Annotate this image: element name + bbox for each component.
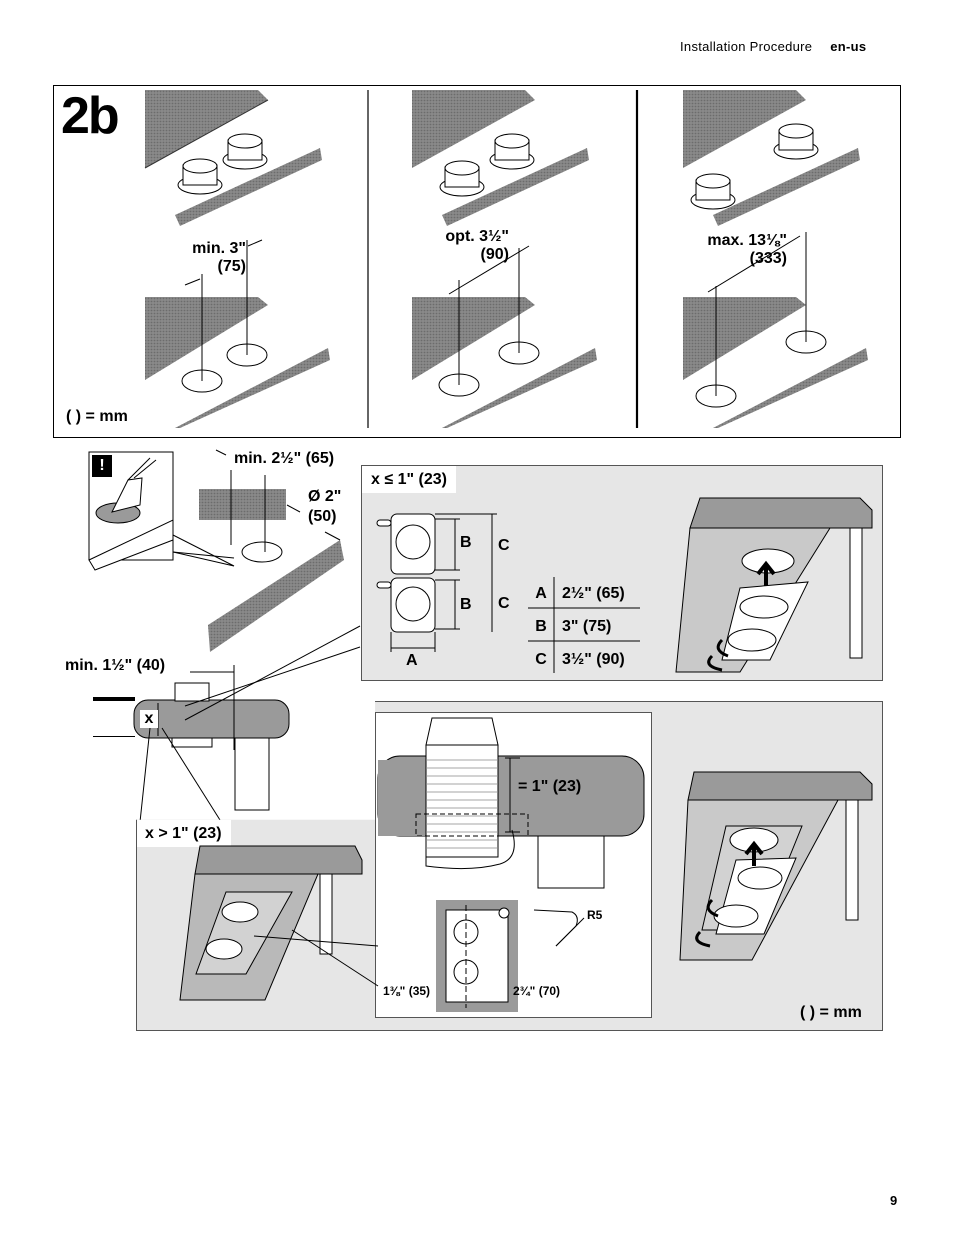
min-hole-spacing: min. 2½" (65) [234,450,335,467]
table-row: C 3½" (90) [535,650,625,668]
panel-3-dimension: max. 13⅛" (333) [707,232,787,267]
template-right-dimension: 2¾" (70) [513,984,561,998]
dim-a: A [406,652,418,669]
dim-b-top: B [460,534,472,551]
panel-1-dimension: min. 3" (75) [192,240,246,275]
dim-c-bottom: C [498,595,510,612]
table-row: B 3" (75) [535,617,612,635]
table-row: A 2½" (65) [535,585,625,602]
figure-2b-frame [53,85,901,438]
section-title: Installation Procedure [680,39,813,54]
corner-radius: R5 [587,908,603,922]
page-number: 9 [890,1193,898,1208]
thickness-x-label: x [140,710,158,728]
panel-2-dimension: opt. 3½" (90) [445,228,509,263]
warning-icon: ! [92,455,112,477]
panel-2-drawing [412,90,597,428]
panel-3-drawing [683,90,868,428]
running-header: Installation Procedure en-us [680,39,866,54]
panel-1-drawing [144,90,322,226]
panel-1-holes [145,239,330,428]
thin-counter-title: x ≤ 1" (23) [362,466,456,493]
min-edge-distance: min. 1½" (40) [65,657,166,674]
unit-note-top: ( ) = mm [66,408,128,425]
dimension-table: A 2½" (65) B 3" (75) C 3½" (90) [528,578,640,676]
hole-diameter: Ø 2" (50) [308,488,342,525]
step-number: 2b [61,87,120,145]
thick-counter-title: x > 1" (23) [137,820,231,847]
template-left-dimension: 1⅜" (35) [383,984,431,998]
dim-b-bottom: B [460,596,472,613]
unit-note-bottom: ( ) = mm [800,1004,862,1021]
figure-2b-illustration [144,90,868,428]
language-code: en-us [830,39,867,54]
dim-c-top: C [498,537,510,554]
thickness-dimension: = 1" (23) [518,778,582,795]
